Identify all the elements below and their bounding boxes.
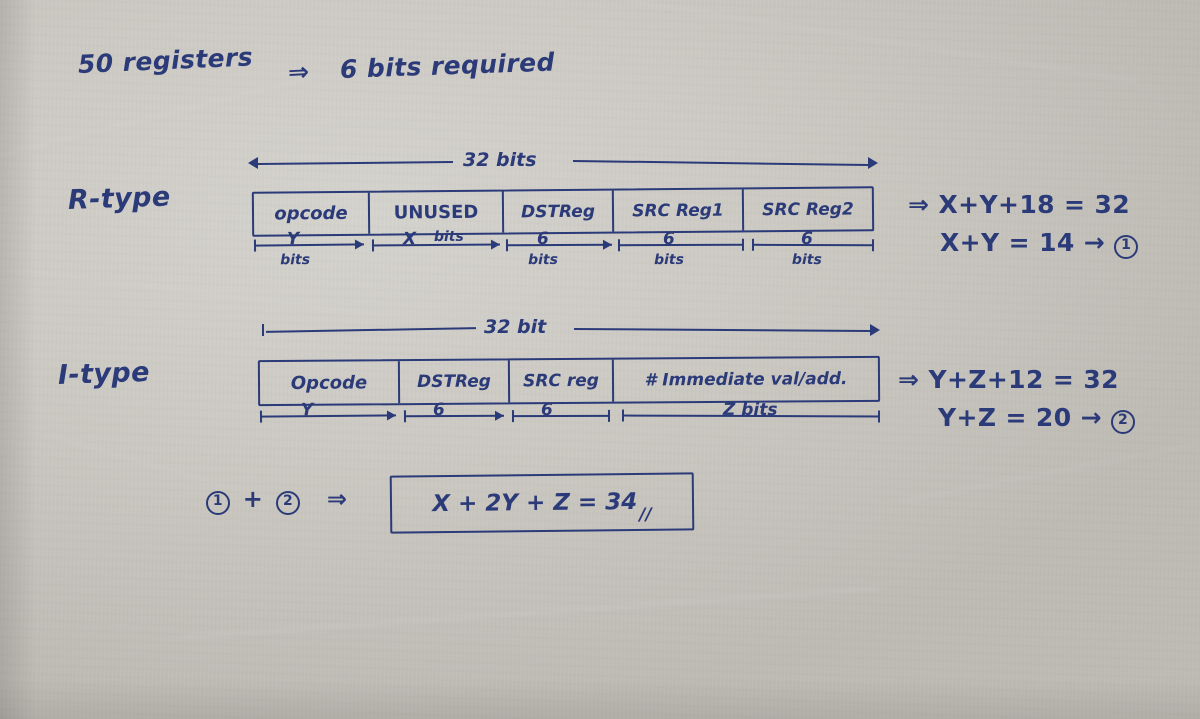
rtype-equation-2: X+Y = 14 → 1 — [940, 228, 1139, 259]
itype-width-dimension: 32 bit — [262, 316, 880, 338]
conclusion-expression: 1 + 2 ⇒ — [206, 485, 347, 515]
rtype-equation-ref-badge: 1 — [1114, 235, 1139, 259]
rtype-dim-unused-unit: bits — [433, 228, 464, 246]
itype-field-dstreg[interactable]: DSTReg — [399, 360, 511, 404]
itype-dim-srcreg-line — [511, 414, 611, 418]
rtype-dim-dstreg-line — [505, 243, 613, 247]
rtype-label: R-type — [67, 181, 172, 216]
itype-dim-srcreg: 6 — [511, 400, 611, 423]
itype-dim-srcreg-cap-right — [607, 409, 611, 422]
conclusion-underline-mark: // — [639, 504, 652, 525]
rtype-dim-srcreg1-cap-right — [741, 238, 745, 251]
itype-equation-1: ⇒ Y+Z+12 = 32 — [898, 365, 1119, 394]
rtype-dim-unused: X bits — [371, 229, 501, 253]
rtype-dim-opcode-line — [253, 243, 365, 247]
rtype-dim-dstreg-label: 6 — [536, 229, 549, 250]
heading-implies-arrow: ⇒ — [287, 56, 311, 87]
rtype-width-dimension: 32 bits — [248, 149, 878, 171]
rtype-width-arrow-right — [868, 157, 878, 169]
conclusion-ref-b-badge: 2 — [276, 491, 301, 515]
itype-field-opcode-label: Opcode — [290, 371, 368, 394]
itype-width-arrow-right — [870, 324, 880, 336]
heading-registers: 50 registers — [77, 42, 254, 79]
itype-dim-immediate-cap-right — [877, 410, 881, 423]
conclusion-result-box: X + 2Y + Z = 34 // — [389, 472, 695, 534]
itype-width-label: 32 bit — [484, 316, 547, 338]
heading-bits-required: 6 bits required — [339, 47, 556, 84]
rtype-dim-opcode-arrow — [354, 238, 365, 250]
itype-field-immediate[interactable]: # Immediate val/add. — [614, 358, 878, 402]
rtype-equation-1: ⇒ X+Y+18 = 32 — [908, 190, 1131, 219]
itype-format-box: Opcode DSTReg SRC reg # Immediate val/ad… — [257, 355, 881, 407]
conclusion-implies-arrow: ⇒ — [326, 485, 348, 513]
itype-dim-immediate-label: Z bits — [722, 399, 778, 421]
itype-dim-opcode-arrow — [386, 409, 397, 420]
rtype-field-opcode[interactable]: opcode — [253, 192, 371, 235]
rtype-field-srcreg1[interactable]: SRC Reg1 — [613, 189, 745, 232]
rtype-dim-dstreg: 6 bits — [505, 229, 613, 268]
rtype-width-line-right — [573, 159, 868, 167]
itype-label: I-type — [57, 356, 151, 391]
conclusion-plus-sign: + — [242, 485, 264, 513]
itype-dim-srcreg-label: 6 — [540, 400, 553, 421]
rtype-format-box: opcode UNUSED DSTReg SRC Reg1 SRC Reg2 — [251, 186, 875, 237]
itype-dim-immediate: Z bits — [621, 400, 881, 424]
rtype-field-dstreg[interactable]: DSTReg — [503, 190, 615, 233]
itype-dim-dstreg-line — [403, 414, 505, 418]
conclusion-ref-a-badge: 1 — [206, 491, 230, 515]
rtype-dim-opcode-label: Y — [286, 229, 300, 250]
itype-dim-opcode-line — [259, 414, 397, 418]
conclusion-result-text: X + 2Y + Z = 34 — [432, 489, 638, 518]
rtype-dim-srcreg1-unit: bits — [654, 251, 684, 269]
rtype-dim-srcreg2-unit: bits — [791, 251, 822, 269]
rtype-field-srcreg2[interactable]: SRC Reg2 — [744, 188, 872, 230]
rtype-field-srcreg1-label: SRC Reg1 — [632, 200, 724, 221]
rtype-field-dstreg-label: DSTReg — [520, 201, 596, 222]
itype-width-cap-left — [262, 324, 264, 336]
rtype-equation-2-text: X+Y = 14 → — [940, 228, 1106, 257]
rtype-dim-srcreg1: 6 bits — [617, 229, 745, 268]
rtype-field-unused[interactable]: UNUSED — [369, 191, 505, 234]
itype-field-srcreg[interactable]: SRC reg — [509, 359, 615, 403]
rtype-width-label: 32 bits — [463, 149, 537, 171]
itype-equation-ref-badge: 2 — [1111, 410, 1136, 434]
rtype-dim-unused-label: X — [402, 229, 417, 250]
rtype-dim-unused-arrow — [490, 239, 501, 250]
itype-field-immediate-label: # Immediate val/add. — [644, 369, 848, 391]
itype-field-opcode[interactable]: Opcode — [259, 361, 401, 405]
rtype-field-unused-label: UNUSED — [393, 201, 479, 224]
itype-dim-opcode: Y — [259, 400, 397, 423]
rtype-dim-srcreg2-label: 6 — [800, 228, 813, 249]
itype-dim-opcode-label: Y — [300, 400, 314, 421]
rtype-dim-opcode-unit: bits — [280, 251, 311, 269]
rtype-dim-opcode: Y bits — [253, 229, 365, 268]
rtype-dim-dstreg-arrow — [602, 239, 613, 250]
itype-dim-dstreg-arrow — [494, 410, 505, 421]
itype-width-line-right — [573, 327, 871, 333]
itype-field-srcreg-label: SRC reg — [523, 370, 599, 392]
itype-equation-2: Y+Z = 20 → 2 — [938, 403, 1136, 434]
page-bottom-shadow — [0, 679, 1200, 719]
rtype-width-line-left — [257, 160, 454, 166]
itype-field-dstreg-label: DSTReg — [416, 371, 492, 393]
itype-width-line-left — [265, 327, 477, 333]
rtype-field-srcreg2-label: SRC Reg2 — [762, 198, 854, 220]
itype-dim-dstreg-label: 6 — [432, 400, 445, 421]
rtype-dim-srcreg1-line — [617, 243, 745, 247]
rtype-dim-srcreg1-label: 6 — [662, 229, 675, 250]
rtype-width-arrow-left — [248, 157, 258, 169]
rtype-field-opcode-label: opcode — [274, 202, 348, 225]
rtype-dim-dstreg-unit: bits — [528, 252, 558, 269]
itype-dim-dstreg: 6 — [403, 400, 505, 424]
itype-equation-2-text: Y+Z = 20 → — [938, 403, 1102, 432]
page-left-shadow — [0, 0, 36, 719]
rtype-dim-srcreg2-cap-right — [871, 239, 875, 252]
rtype-dim-srcreg2: 6 bits — [751, 229, 875, 268]
